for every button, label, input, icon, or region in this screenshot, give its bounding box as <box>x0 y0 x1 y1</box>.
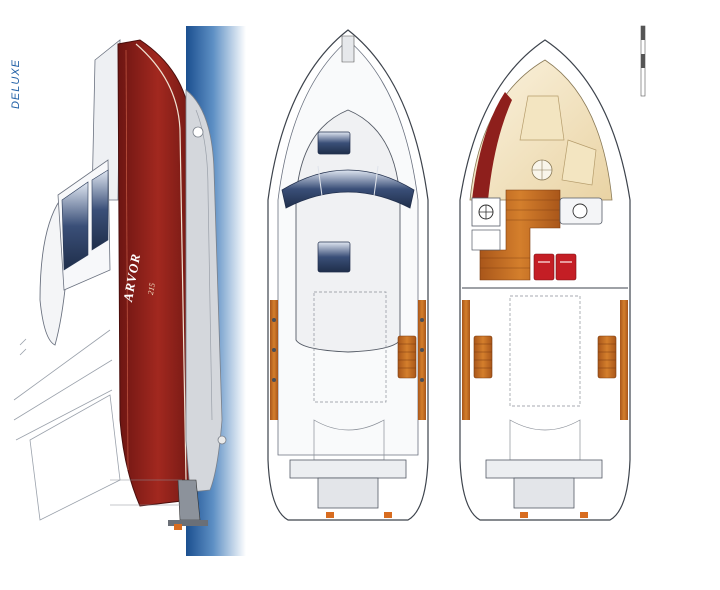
side-profile-view <box>13 26 246 556</box>
deck-plan-view <box>267 29 429 521</box>
cockpit-bench-right <box>597 335 617 379</box>
scale-bar-icon <box>640 25 646 97</box>
interior-plan-view <box>459 39 631 521</box>
interior-hull-red <box>472 92 512 200</box>
windshield <box>281 169 415 209</box>
side-porthole-icon <box>192 126 204 138</box>
hatch-icon <box>317 131 351 155</box>
helm-seat-right <box>555 253 577 281</box>
swim-platform <box>317 477 379 509</box>
cockpit-bench-left <box>473 335 493 379</box>
side-bench-teak <box>397 335 417 379</box>
variant-label: DELUXE <box>10 58 22 110</box>
side-teak-right <box>418 300 426 420</box>
deck-fittings <box>272 318 424 382</box>
flybridge-outline <box>39 39 121 346</box>
cabin-roof <box>295 109 401 353</box>
roof-hatch-icon <box>317 241 351 273</box>
side-teak-left <box>270 300 278 420</box>
helm-seat-left <box>533 253 555 281</box>
perspective-sketch <box>13 329 121 521</box>
superstructure <box>185 89 223 493</box>
hull-rubbing-strip <box>135 43 187 481</box>
outboard-bracket <box>177 479 201 521</box>
sink-icon <box>572 203 588 219</box>
